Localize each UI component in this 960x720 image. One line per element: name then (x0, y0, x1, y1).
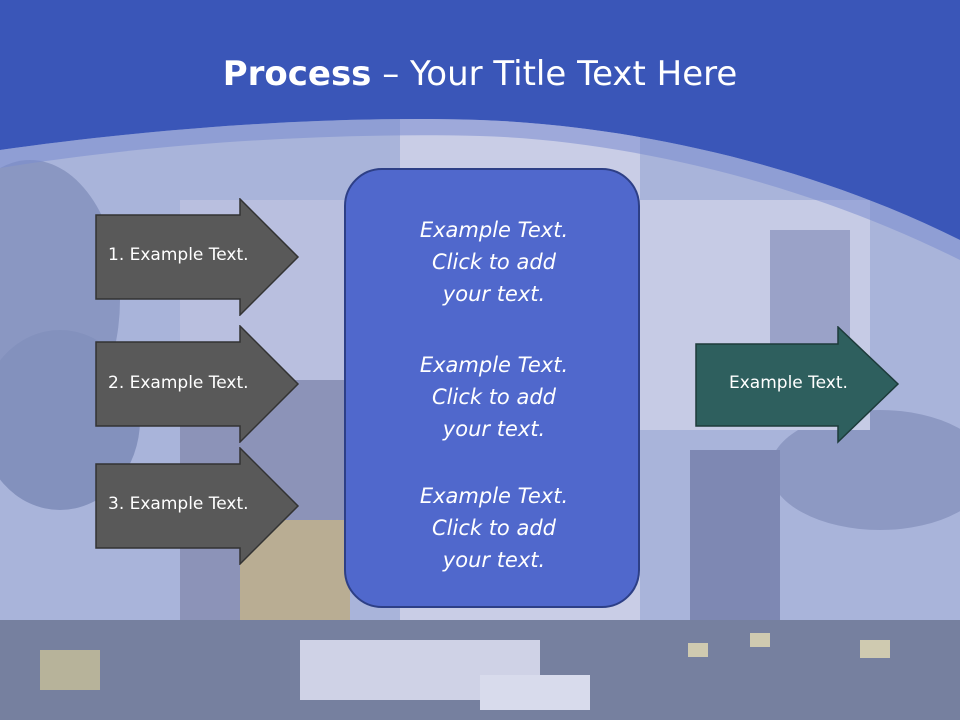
text-block-3-line2: Click to add (431, 516, 556, 540)
text-block-1-line1: Example Text. (419, 218, 569, 242)
arrow-1[interactable] (95, 198, 300, 316)
text-block-2-line2: Click to add (431, 385, 556, 409)
text-block-2-line1: Example Text. (419, 353, 569, 377)
page-title[interactable]: Process – Your Title Text Here (0, 54, 960, 94)
text-block-1: Example Text. Click to add your text. (346, 214, 642, 310)
arrow-2[interactable] (95, 325, 300, 443)
text-block-1-line2: Click to add (431, 250, 556, 274)
arrow-output[interactable] (695, 326, 900, 444)
center-text-box[interactable]: Example Text. Click to add your text. Ex… (344, 168, 640, 608)
arrow-3-label: 3. Example Text. (108, 494, 249, 514)
arrow-3[interactable] (95, 447, 300, 565)
arrow-1-label: 1. Example Text. (108, 245, 249, 265)
text-block-2: Example Text. Click to add your text. (346, 349, 642, 445)
arrow-2-label: 2. Example Text. (108, 373, 249, 393)
text-block-1-line3: your text. (442, 282, 546, 306)
text-block-3-line1: Example Text. (419, 484, 569, 508)
text-block-3-line3: your text. (442, 548, 546, 572)
arrow-output-label: Example Text. (729, 373, 848, 393)
text-block-3: Example Text. Click to add your text. (346, 480, 642, 576)
text-block-2-line3: your text. (442, 417, 546, 441)
title-rest: – Your Title Text Here (371, 54, 738, 94)
title-bold: Process (222, 54, 372, 94)
